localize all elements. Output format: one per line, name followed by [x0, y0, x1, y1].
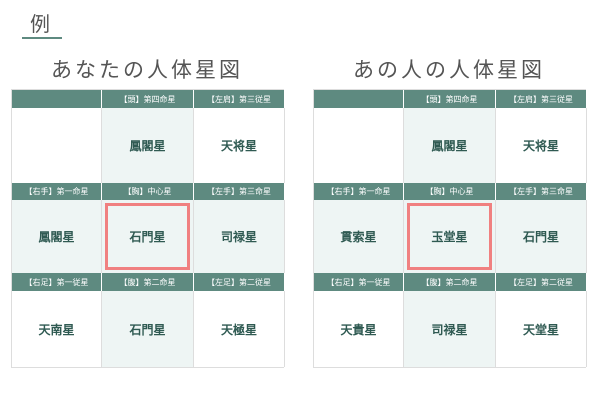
position-header: 【右足】第一従星	[12, 273, 102, 291]
star-cell: 鳳閣星	[404, 108, 496, 183]
position-header: 【左肩】第三従星	[496, 90, 587, 108]
chart-title: あなたの人体星図	[51, 58, 243, 82]
position-header: 【腹】第二命星	[404, 273, 496, 291]
position-header: 【左肩】第三従星	[194, 90, 285, 108]
position-header: 【右足】第一従星	[314, 273, 404, 291]
position-header: 【左手】第三命星	[496, 183, 587, 200]
example-label: 例	[30, 12, 50, 36]
position-header: 【腹】第二命星	[102, 273, 194, 291]
central-star-cell: 玉堂星	[404, 200, 496, 273]
star-cell: 鳳閣星	[12, 200, 102, 273]
star-cell: 天堂星	[496, 291, 587, 367]
example-underline	[22, 37, 62, 39]
position-header	[314, 90, 404, 108]
central-star-cell: 石門星	[102, 200, 194, 273]
star-cell: 石門星	[102, 291, 194, 367]
star-cell: 天南星	[12, 291, 102, 367]
star-cell: 司禄星	[404, 291, 496, 367]
star-cell	[314, 108, 404, 183]
star-cell: 天将星	[496, 108, 587, 183]
star-cell: 天貴星	[314, 291, 404, 367]
position-header: 【頭】第四命星	[404, 90, 496, 108]
position-header: 【胸】中心星	[404, 183, 496, 200]
star-cell: 鳳閣星	[102, 108, 194, 183]
position-header: 【左手】第三命星	[194, 183, 285, 200]
star-cell: 石門星	[496, 200, 587, 273]
star-cell	[12, 108, 102, 183]
star-chart-grid: 【頭】第四命星【左肩】第三従星鳳閣星天将星【右手】第一命星【胸】中心星【左手】第…	[11, 89, 285, 368]
position-header: 【左足】第二従星	[496, 273, 587, 291]
position-header	[12, 90, 102, 108]
position-header: 【左足】第二従星	[194, 273, 285, 291]
position-header: 【右手】第一命星	[314, 183, 404, 200]
star-cell: 司禄星	[194, 200, 285, 273]
position-header: 【右手】第一命星	[12, 183, 102, 200]
position-header: 【胸】中心星	[102, 183, 194, 200]
star-cell: 天極星	[194, 291, 285, 367]
position-header: 【頭】第四命星	[102, 90, 194, 108]
star-cell: 貫索星	[314, 200, 404, 273]
star-cell: 天将星	[194, 108, 285, 183]
chart-title: あの人の人体星図	[353, 58, 545, 82]
star-chart-grid: 【頭】第四命星【左肩】第三従星鳳閣星天将星【右手】第一命星【胸】中心星【左手】第…	[313, 89, 587, 368]
